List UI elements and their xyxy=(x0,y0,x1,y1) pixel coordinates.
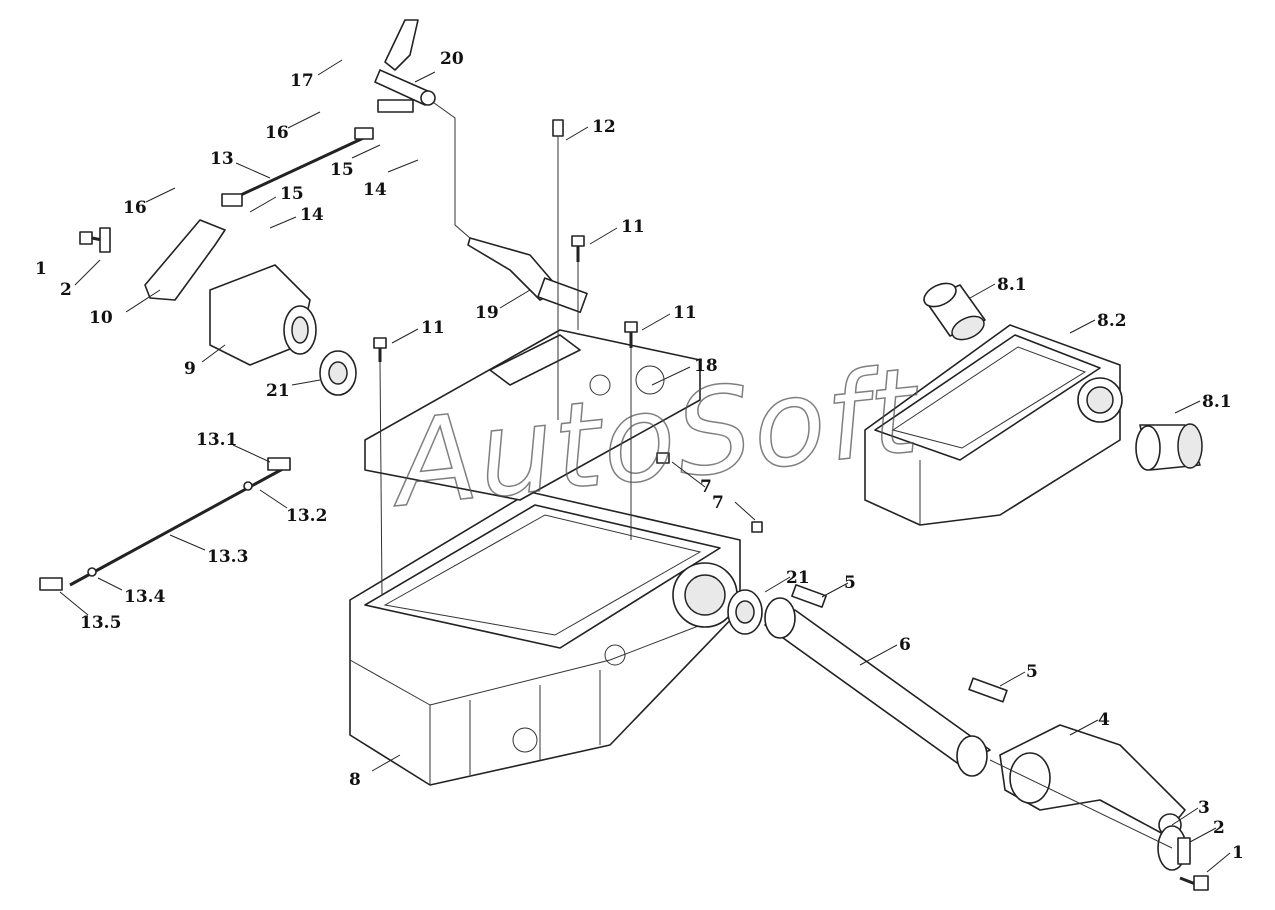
watermark: AutoSoft xyxy=(382,341,927,534)
sensor-12 xyxy=(552,119,564,420)
callout-11: 11 xyxy=(673,303,697,323)
cylinder-9 xyxy=(209,264,317,366)
callout-12: 12 xyxy=(592,117,616,137)
sleeve-upper xyxy=(923,282,986,341)
callout-13-2: 13.2 xyxy=(286,506,327,526)
callout-5: 5 xyxy=(1026,662,1038,682)
callout-8: 8 xyxy=(349,770,361,790)
seal-21-upper xyxy=(319,350,357,396)
key-5-upper xyxy=(791,584,827,608)
callout-19: 19 xyxy=(475,303,499,323)
bolt-1-left xyxy=(79,231,103,245)
leader-lines xyxy=(59,59,1231,873)
callout-18: 18 xyxy=(694,356,718,376)
callout-labels: 20 17 16 13 16 15 14 15 14 12 11 11 11 1… xyxy=(35,49,1244,863)
callout-21: 21 xyxy=(266,381,290,401)
bolt-11-a xyxy=(571,235,585,262)
nut-7-a xyxy=(656,452,670,464)
callout-17: 17 xyxy=(290,71,314,91)
callout-16: 16 xyxy=(123,198,147,218)
callout-13-3: 13.3 xyxy=(207,547,248,567)
callout-6: 6 xyxy=(899,635,911,655)
rod-13 xyxy=(221,127,374,207)
callout-1: 1 xyxy=(1232,843,1244,863)
shaft-19 xyxy=(467,237,588,314)
plate-2-left xyxy=(99,227,111,253)
lever-20 xyxy=(374,19,436,113)
callout-11: 11 xyxy=(621,217,645,237)
callout-7: 7 xyxy=(700,477,712,497)
nut-7-b xyxy=(751,521,763,533)
arm-10 xyxy=(144,219,226,301)
callout-9: 9 xyxy=(184,359,196,379)
callout-14: 14 xyxy=(300,205,324,225)
callout-13-4: 13.4 xyxy=(124,587,166,607)
callout-16: 16 xyxy=(265,123,289,143)
callout-2: 2 xyxy=(1213,818,1225,838)
housing-secondary xyxy=(864,324,1123,526)
sleeve-right xyxy=(1135,423,1203,471)
callout-13-5: 13.5 xyxy=(80,613,121,633)
key-5-lower xyxy=(968,677,1008,703)
callout-8-2: 8.2 xyxy=(1097,311,1127,331)
callout-4: 4 xyxy=(1098,710,1110,730)
callout-8-1: 8.1 xyxy=(997,275,1027,295)
callout-15: 15 xyxy=(280,184,304,204)
shaft-6 xyxy=(764,597,991,777)
callout-2: 2 xyxy=(60,280,72,300)
callout-13-1: 13.1 xyxy=(196,430,237,450)
bolt-11-c xyxy=(373,337,387,362)
rod-13-3 xyxy=(39,457,291,591)
callout-14: 14 xyxy=(363,180,387,200)
bolt-1-right xyxy=(1179,875,1209,891)
callout-5: 5 xyxy=(844,573,856,593)
plate-2-right xyxy=(1177,837,1191,865)
callout-7: 7 xyxy=(712,493,724,513)
callout-10: 10 xyxy=(89,308,113,328)
callout-3: 3 xyxy=(1198,798,1210,818)
callout-13: 13 xyxy=(210,149,234,169)
callout-21: 21 xyxy=(786,568,810,588)
callout-1: 1 xyxy=(35,259,47,279)
bolt-11-b xyxy=(624,321,638,348)
callout-15: 15 xyxy=(330,160,354,180)
callout-11: 11 xyxy=(421,318,445,338)
arm-4 xyxy=(999,724,1186,837)
callout-20: 20 xyxy=(440,49,464,69)
callout-8-1: 8.1 xyxy=(1202,392,1232,412)
housing-main xyxy=(349,491,741,786)
seal-21-lower xyxy=(727,589,763,635)
